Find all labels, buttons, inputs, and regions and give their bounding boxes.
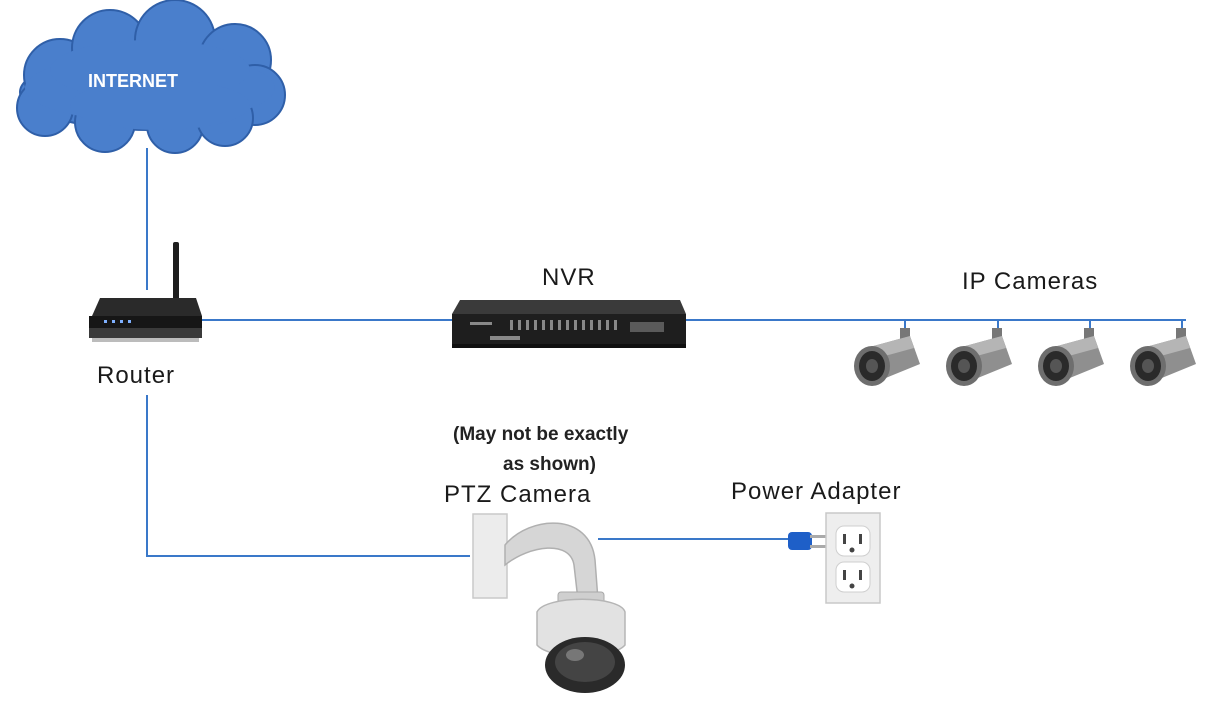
ip-cameras-label: IP Cameras — [962, 268, 1099, 295]
bullet-camera-icon — [946, 328, 1012, 386]
ip-camera-group — [854, 328, 1196, 386]
bullet-camera-icon — [854, 328, 920, 386]
nvr-icon — [452, 300, 686, 348]
router-icon — [89, 242, 202, 342]
router-label: Router — [97, 362, 176, 389]
nvr-label: NVR — [542, 264, 596, 291]
wall-outlet-icon — [825, 512, 881, 604]
disclaimer-line-2: as shown) — [503, 454, 596, 475]
cloud-label: INTERNET — [88, 71, 178, 91]
plug-icon — [788, 532, 826, 550]
disclaimer-line-1: (May not be exactly — [453, 424, 629, 445]
bullet-camera-icon — [1038, 328, 1104, 386]
ptz-camera-icon — [472, 513, 626, 693]
link-router-ptz — [146, 395, 470, 557]
power-adapter-label: Power Adapter — [731, 478, 902, 505]
bullet-camera-icon — [1130, 328, 1196, 386]
cloud-icon: INTERNET — [16, 0, 286, 154]
ptz-camera-label: PTZ Camera — [444, 481, 592, 508]
connection-lines — [146, 148, 1186, 557]
